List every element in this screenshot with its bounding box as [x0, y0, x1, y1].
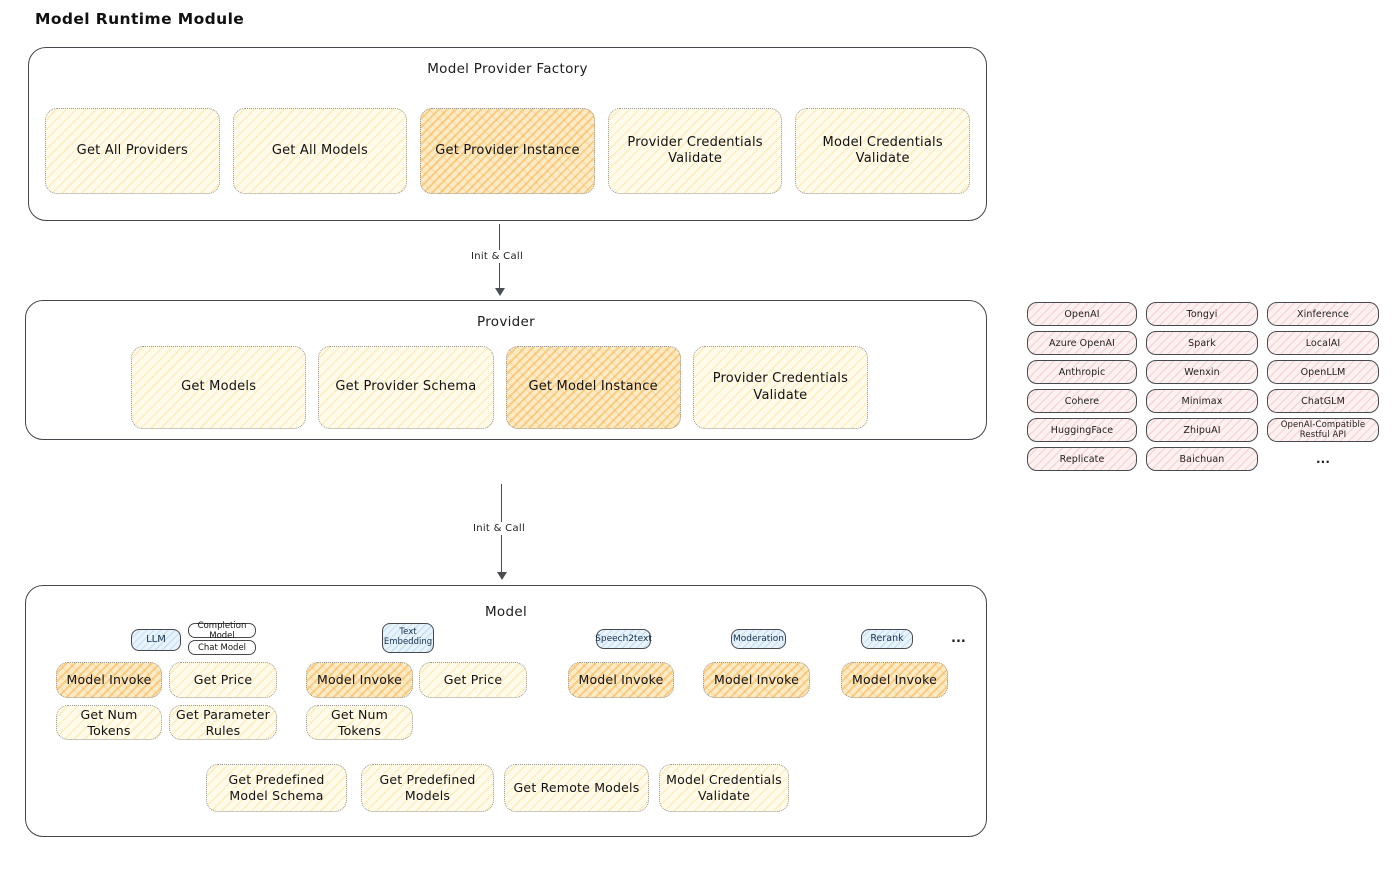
- tabs-more-ellipsis: ...: [951, 631, 966, 646]
- arrow2-label: Init & Call: [468, 522, 530, 535]
- provider-chip: OpenAI-Compatible Restful API: [1267, 418, 1379, 442]
- node-provider-credentials-validate: Provider Credentials Validate: [607, 108, 783, 194]
- node-model-credentials-validate-2: Model Credentials Validate: [659, 764, 789, 812]
- provider-chip: Anthropic: [1027, 360, 1137, 384]
- model-panel: Model LLM Completion Model Chat Model Te…: [25, 585, 987, 837]
- factory-panel-title: Model Provider Factory: [427, 61, 588, 77]
- provider-chip: ZhipuAI: [1146, 418, 1258, 442]
- tab-text-embedding: Text Embedding: [382, 623, 434, 653]
- tag-chat-model: Chat Model: [188, 640, 256, 655]
- model-panel-title: Model: [484, 604, 528, 620]
- node-get-predefined-models: Get Predefined Models: [361, 764, 494, 812]
- provider-chip: Spark: [1146, 331, 1258, 355]
- node-rerank-model-invoke: Model Invoke: [841, 662, 948, 698]
- provider-chip: Baichuan: [1146, 447, 1258, 471]
- provider-list: OpenAI Tongyi Xinference Azure OpenAI Sp…: [1027, 302, 1379, 471]
- tab-speech2text: Speech2text: [595, 629, 652, 649]
- node-llm-get-num-tokens: Get Num Tokens: [56, 705, 162, 740]
- provider-chip: Cohere: [1027, 389, 1137, 413]
- tab-llm: LLM: [131, 629, 181, 651]
- provider-chip: Azure OpenAI: [1027, 331, 1137, 355]
- node-llm-model-invoke: Model Invoke: [56, 662, 162, 698]
- node-provider-credentials-validate-2: Provider Credentials Validate: [692, 346, 868, 429]
- node-llm-get-price: Get Price: [169, 662, 277, 698]
- node-llm-get-parameter-rules: Get Parameter Rules: [169, 705, 277, 740]
- node-get-predefined-model-schema: Get Predefined Model Schema: [206, 764, 347, 812]
- page-title: Model Runtime Module: [35, 10, 245, 28]
- node-te-get-num-tokens: Get Num Tokens: [306, 705, 413, 740]
- provider-chip: Tongyi: [1146, 302, 1258, 326]
- provider-chip: LocalAI: [1267, 331, 1379, 355]
- node-get-provider-instance: Get Provider Instance: [420, 108, 595, 194]
- tab-moderation: Moderation: [731, 629, 786, 649]
- node-te-model-invoke: Model Invoke: [306, 662, 413, 698]
- provider-chip: OpenLLM: [1267, 360, 1379, 384]
- node-model-credentials-validate: Model Credentials Validate: [795, 108, 970, 194]
- node-te-get-price: Get Price: [419, 662, 527, 698]
- provider-button-row: Get Models Get Provider Schema Get Model…: [131, 346, 868, 429]
- provider-chip: Replicate: [1027, 447, 1137, 471]
- tag-completion-model: Completion Model: [188, 621, 256, 641]
- provider-chip: OpenAI: [1027, 302, 1137, 326]
- node-get-all-models: Get All Models: [232, 108, 408, 194]
- provider-chip: Xinference: [1267, 302, 1379, 326]
- node-s2t-model-invoke: Model Invoke: [568, 662, 674, 698]
- node-moderation-model-invoke: Model Invoke: [703, 662, 810, 698]
- node-get-model-instance: Get Model Instance: [505, 346, 681, 429]
- factory-panel: Model Provider Factory Get All Providers…: [28, 47, 987, 221]
- provider-chip: ChatGLM: [1267, 389, 1379, 413]
- provider-panel: Provider Get Models Get Provider Schema …: [25, 300, 987, 440]
- node-get-all-providers: Get All Providers: [45, 108, 220, 194]
- node-get-models: Get Models: [131, 346, 307, 429]
- node-get-provider-schema: Get Provider Schema: [318, 346, 494, 429]
- provider-chip: HuggingFace: [1027, 418, 1137, 442]
- node-get-remote-models: Get Remote Models: [504, 764, 649, 812]
- provider-panel-title: Provider: [477, 314, 535, 330]
- tab-rerank: Rerank: [861, 629, 913, 649]
- arrow1-label: Init & Call: [466, 250, 528, 263]
- provider-chip: Wenxin: [1146, 360, 1258, 384]
- factory-button-row: Get All Providers Get All Models Get Pro…: [45, 108, 970, 194]
- provider-chip-more: ...: [1316, 452, 1330, 466]
- provider-chip: Minimax: [1146, 389, 1258, 413]
